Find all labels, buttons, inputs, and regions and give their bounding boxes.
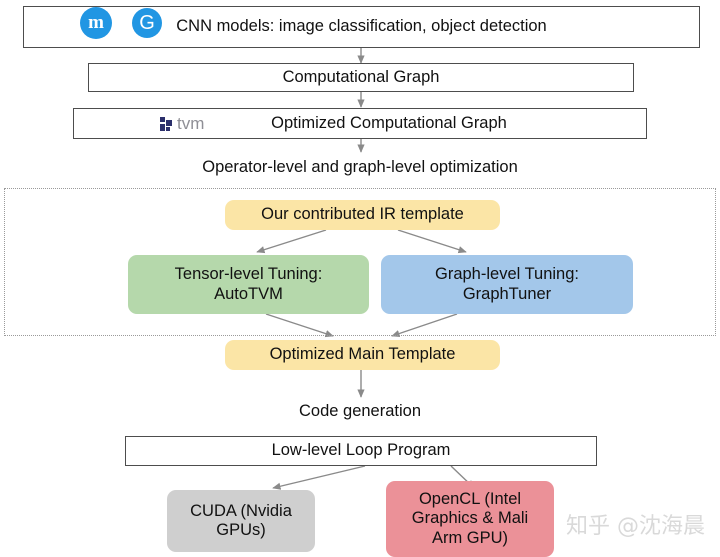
node-opencl[interactable]: OpenCL (Intel Graphics & Mali Arm GPU)	[386, 481, 554, 557]
node-opencl-label-line1: OpenCL (Intel	[418, 489, 522, 508]
node-cnn-models-label: CNN models: image classification, object…	[176, 17, 547, 36]
node-cuda[interactable]: CUDA (Nvidia GPUs)	[167, 490, 315, 552]
edge-label-code-generation: Code generation	[0, 402, 720, 421]
node-ir-template[interactable]: Our contributed IR template	[225, 200, 500, 230]
mxnet-logo-icon: m	[80, 7, 112, 39]
node-graph-level-tuning[interactable]: Graph-level Tuning: GraphTuner	[381, 255, 633, 314]
node-tensor-level-tuning-label-line1: Tensor-level Tuning:	[174, 265, 323, 284]
gluon-logo-icon: G	[132, 8, 162, 38]
node-graph-level-tuning-label-line2: GraphTuner	[462, 284, 552, 303]
node-optimized-computational-graph-label: Optimized Computational Graph	[271, 113, 507, 132]
edge-label-code-generation-text: Code generation	[298, 402, 421, 420]
node-cuda-label-line2: GPUs)	[216, 521, 266, 539]
node-computational-graph-label: Computational Graph	[282, 67, 440, 86]
node-optimized-computational-graph[interactable]: Optimized Computational Graph	[73, 108, 647, 139]
node-graph-level-tuning-label-line1: Graph-level Tuning:	[435, 265, 579, 284]
tvm-logo-wordmark: tvm	[177, 114, 205, 133]
tuning-group-container	[4, 188, 716, 336]
node-low-level-loop-program[interactable]: Low-level Loop Program	[125, 436, 597, 466]
watermark: 知乎 @沈海晨	[566, 508, 705, 540]
tvm-logo-icon: tvm	[160, 114, 204, 134]
node-opencl-label-line2: Graphics & Mali	[411, 509, 529, 528]
node-optimized-main-template[interactable]: Optimized Main Template	[225, 340, 500, 370]
node-tensor-level-tuning[interactable]: Tensor-level Tuning: AutoTVM	[128, 255, 369, 314]
node-low-level-loop-program-label: Low-level Loop Program	[271, 441, 451, 460]
node-ir-template-label: Our contributed IR template	[261, 205, 464, 224]
gluon-logo-glyph: G	[139, 11, 155, 34]
edge-label-optimization-text: Operator-level and graph-level optimizat…	[202, 158, 518, 176]
node-tensor-level-tuning-label-line2: AutoTVM	[214, 284, 283, 303]
node-cnn-models[interactable]: CNN models: image classification, object…	[23, 6, 700, 48]
node-cuda-label-line1: CUDA (Nvidia	[190, 501, 292, 520]
tvm-logo-squares	[160, 117, 174, 131]
node-computational-graph[interactable]: Computational Graph	[88, 63, 634, 92]
edge-label-optimization: Operator-level and graph-level optimizat…	[0, 158, 720, 177]
edge-loop-to-cuda	[272, 465, 366, 490]
mxnet-logo-glyph: m	[88, 12, 104, 33]
node-optimized-main-template-label: Optimized Main Template	[269, 345, 456, 364]
watermark-text: 知乎 @沈海晨	[566, 514, 705, 539]
node-opencl-label-line3: Arm GPU)	[431, 528, 509, 547]
